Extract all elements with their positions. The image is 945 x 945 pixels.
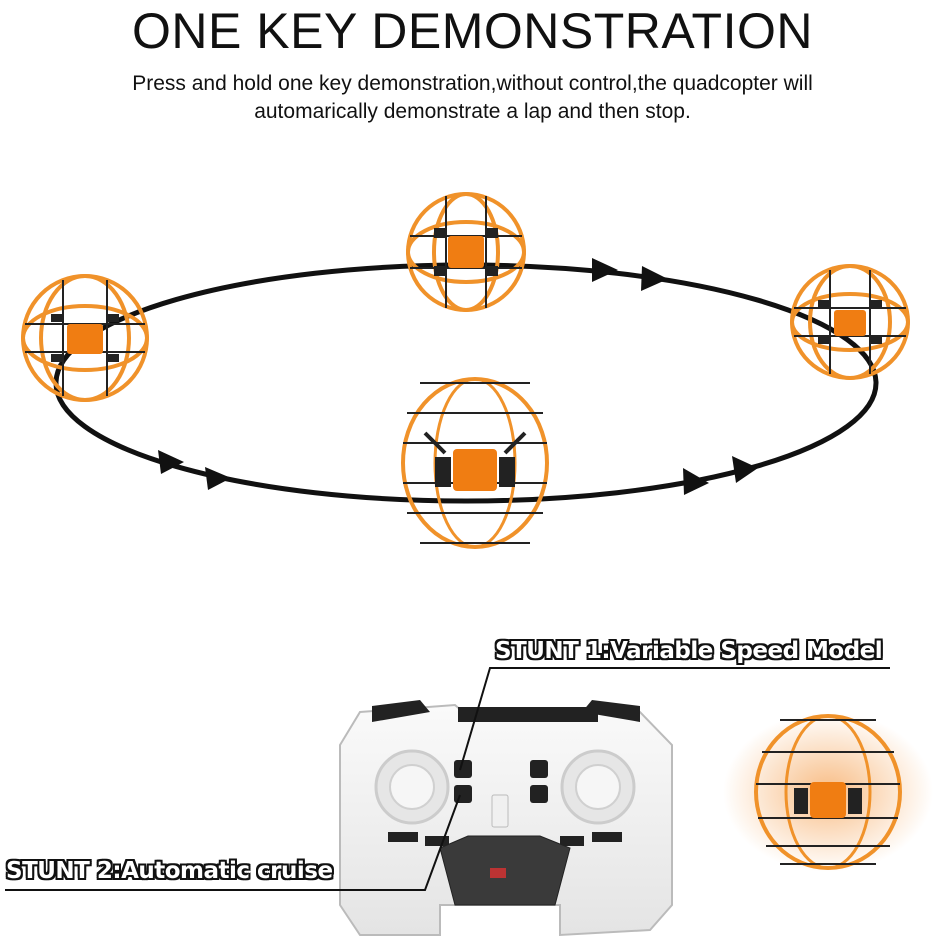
- stunt1-button: [454, 760, 472, 778]
- stunt2-button: [454, 785, 472, 803]
- direction-arrow: [205, 467, 231, 490]
- drone-top: [406, 192, 526, 312]
- page-title: ONE KEY DEMONSTRATION: [132, 3, 813, 59]
- direction-arrow: [592, 258, 618, 282]
- remote-controller: [339, 700, 673, 937]
- stunt1-label: STUNT 1:Variable Speed Model: [495, 638, 883, 664]
- leader-lines: [5, 667, 890, 891]
- stunt2-label: STUNT 2:Automatic cruise: [6, 858, 333, 884]
- direction-arrow: [641, 266, 668, 291]
- direction-arrow: [158, 450, 184, 474]
- drone-right: [790, 264, 910, 380]
- drone-spinning: [723, 712, 933, 872]
- direction-arrow: [683, 468, 709, 495]
- drone-left: [21, 274, 149, 402]
- drone-bottom: [401, 377, 549, 549]
- description: Press and hold one key demonstration,wit…: [60, 70, 885, 126]
- power-switch: [491, 794, 509, 828]
- description-line-2: automarically demonstrate a lap and then…: [254, 100, 691, 123]
- description-line-1: Press and hold one key demonstration,wit…: [132, 72, 813, 95]
- direction-arrow: [732, 456, 758, 483]
